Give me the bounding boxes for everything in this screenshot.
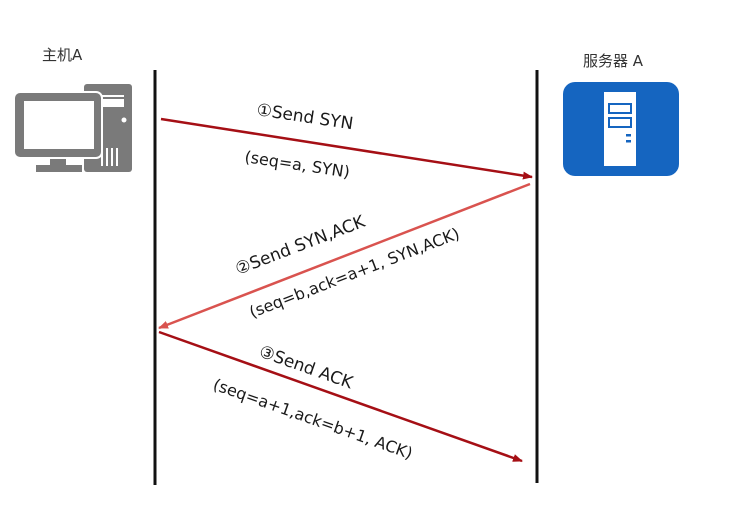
desktop-computer-icon xyxy=(13,84,132,172)
message-syn-ack: ②Send SYN,ACK (seq=b,ack=a+1, SYN,ACK) xyxy=(158,182,531,330)
ack-label: ③Send ACK xyxy=(256,342,356,394)
server-label: 服务器 A xyxy=(583,52,644,70)
message-syn: ①Send SYN (seq=a, SYN) xyxy=(160,100,533,182)
ack-arrow xyxy=(158,330,523,463)
syn-ack-arrow xyxy=(158,182,531,330)
client-label: 主机A xyxy=(42,46,83,64)
ack-detail: (seq=a+1,ack=b+1, ACK) xyxy=(211,375,416,463)
syn-detail: (seq=a, SYN) xyxy=(243,147,351,181)
syn-arrow xyxy=(160,117,533,180)
server-icon xyxy=(563,82,679,176)
syn-ack-detail: (seq=b,ack=a+1, SYN,ACK) xyxy=(247,224,463,322)
message-ack: ③Send ACK (seq=a+1,ack=b+1, ACK) xyxy=(158,330,523,463)
syn-label: ①Send SYN xyxy=(255,100,354,134)
